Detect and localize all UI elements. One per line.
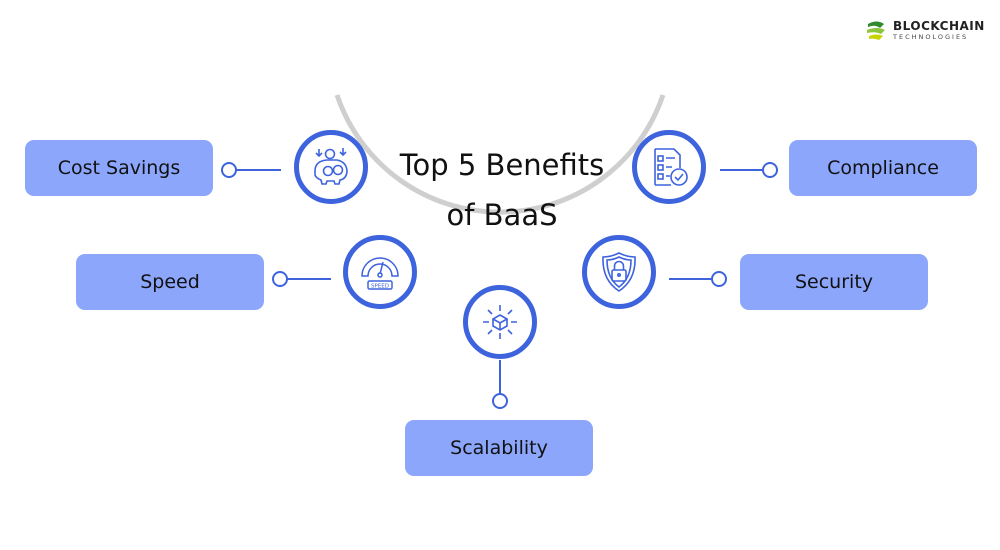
connector-dot: [221, 162, 237, 178]
speedometer-icon: SPEED: [343, 235, 417, 309]
connector-dot: [711, 271, 727, 287]
piggy-bank-icon: [294, 130, 368, 204]
connector-dot: [492, 393, 508, 409]
logo-name: BLOCKCHAIN: [893, 18, 985, 33]
benefit-scalability: Scalability: [405, 420, 593, 476]
brand-logo: BLOCKCHAIN TECHNOLOGIES: [865, 19, 985, 41]
benefit-compliance: Compliance: [789, 140, 977, 196]
cube-arrows-icon: [463, 285, 537, 359]
title-line-2: of BaaS: [446, 198, 558, 232]
logo-sub: TECHNOLOGIES: [893, 32, 969, 41]
benefit-cost-savings: Cost Savings: [25, 140, 213, 196]
checklist-icon: [632, 130, 706, 204]
benefit-speed: Speed: [76, 254, 264, 310]
page-title: Top 5 Benefits of BaaS: [352, 140, 652, 240]
connector-dot: [762, 162, 778, 178]
connector-dot: [272, 271, 288, 287]
logo-icon: [867, 21, 885, 40]
benefit-security: Security: [740, 254, 928, 310]
title-line-1: Top 5 Benefits: [399, 148, 605, 182]
arc: [334, 94, 666, 215]
speed-icon-text: SPEED: [371, 284, 389, 290]
shield-lock-icon: [582, 235, 656, 309]
